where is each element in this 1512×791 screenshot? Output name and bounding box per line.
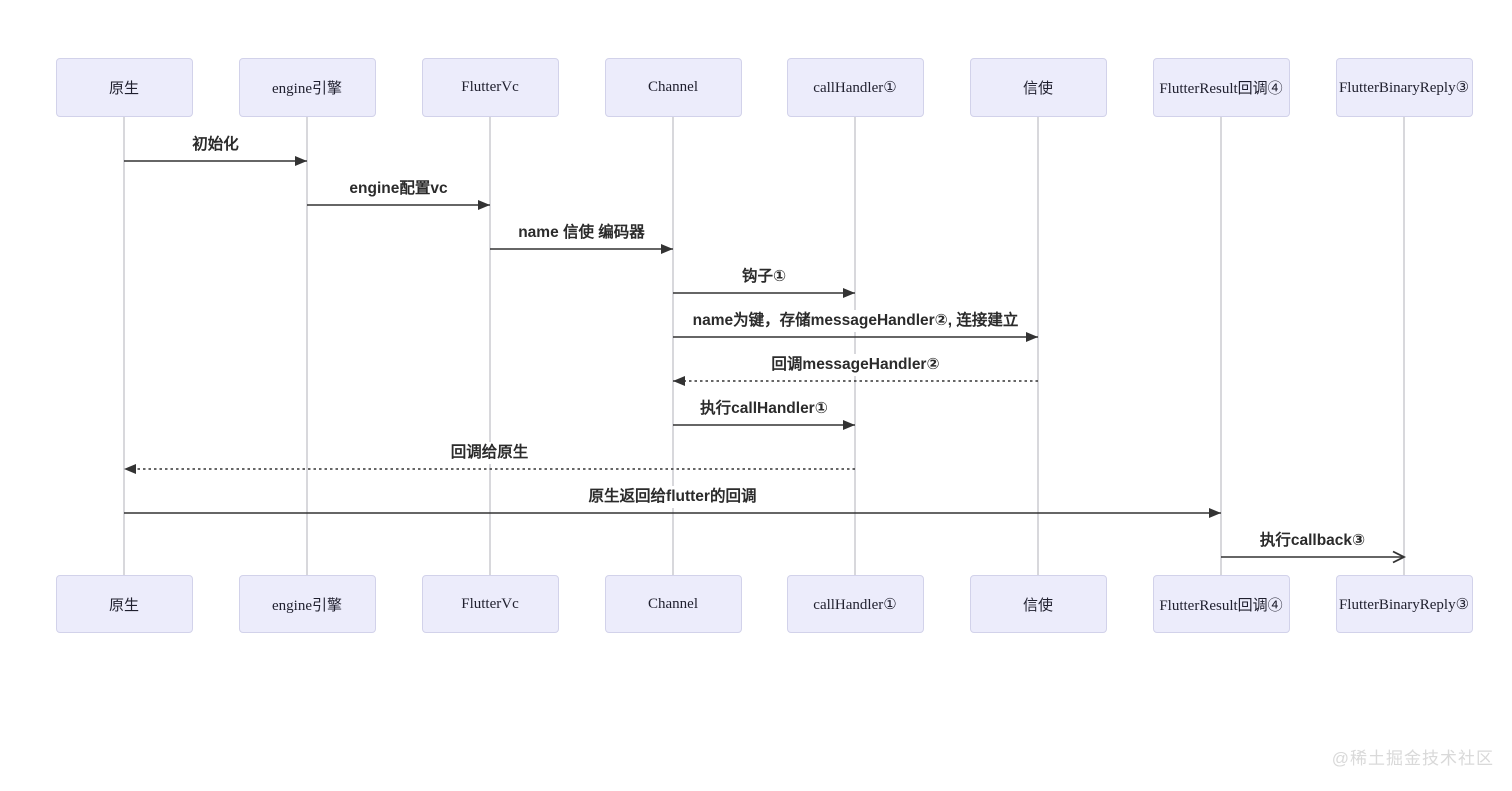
actor-bottom-flutterresult4: FlutterResult回调④ xyxy=(1152,575,1290,633)
actor-bottom-fluttervc: FlutterVc xyxy=(421,575,559,633)
message-label-4: name为键，存储messageHandler②, 连接建立 xyxy=(687,310,1024,332)
lifelines xyxy=(123,117,1405,575)
message-label-1: engine配置vc xyxy=(344,178,453,200)
message-label-2: name 信使 编码器 xyxy=(513,222,650,244)
actor-bottom-engine: engine引擎 xyxy=(238,575,376,633)
actor-top-flutterbinaryreply3: FlutterBinaryReply③ xyxy=(1335,58,1473,117)
actor-top-native: 原生 xyxy=(55,58,193,117)
message-label-9: 执行callback③ xyxy=(1254,530,1371,552)
message-label-8: 原生返回给flutter的回调 xyxy=(583,486,762,508)
actor-bottom-callhandler1: callHandler① xyxy=(786,575,924,633)
message-label-3: 钩子① xyxy=(736,266,792,288)
actor-bottom-messenger: 信使 xyxy=(969,575,1107,633)
actor-bottom-native: 原生 xyxy=(55,575,193,633)
message-arrows xyxy=(124,156,1407,564)
actor-top-messenger: 信使 xyxy=(969,58,1107,117)
actor-bottom-flutterbinaryreply3: FlutterBinaryReply③ xyxy=(1335,575,1473,633)
watermark: @稀土掘金技术社区 xyxy=(1331,749,1494,768)
actor-bottom-channel: Channel xyxy=(604,575,742,633)
message-label-6: 执行callHandler① xyxy=(695,398,833,420)
actor-top-engine: engine引擎 xyxy=(238,58,376,117)
actor-top-callhandler1: callHandler① xyxy=(786,58,924,117)
message-label-7: 回调给原生 xyxy=(445,442,534,464)
message-label-0: 初始化 xyxy=(187,134,244,156)
message-label-5: 回调messageHandler② xyxy=(766,354,945,376)
actor-top-fluttervc: FlutterVc xyxy=(421,58,559,117)
actor-top-flutterresult4: FlutterResult回调④ xyxy=(1152,58,1290,117)
actor-top-channel: Channel xyxy=(604,58,742,117)
